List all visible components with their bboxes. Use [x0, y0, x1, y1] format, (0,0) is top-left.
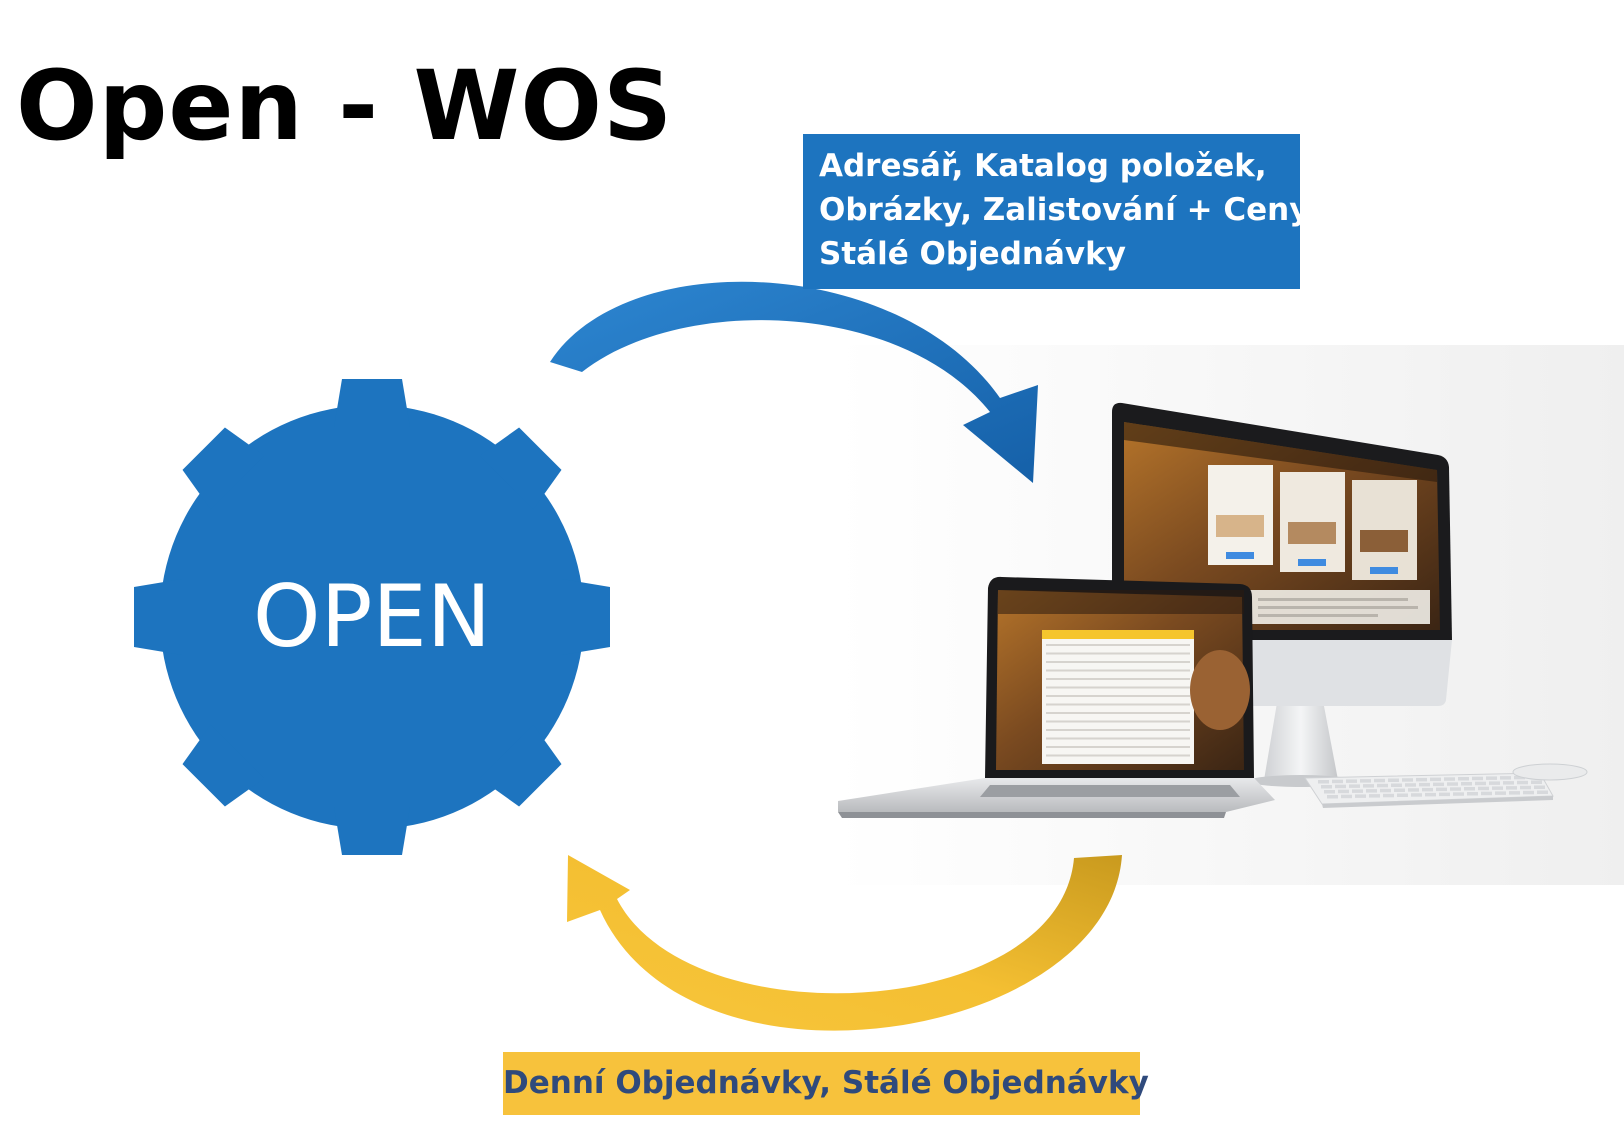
- keyboard-key: [1478, 786, 1489, 791]
- gear-tooth: [334, 379, 410, 427]
- keyboard-key: [1349, 784, 1360, 788]
- keyboard-icon: [1304, 772, 1554, 808]
- gear-tooth: [334, 807, 410, 855]
- gear-tooth: [562, 579, 610, 655]
- import-arrow: [567, 855, 1122, 1031]
- keyboard-key: [1464, 787, 1475, 791]
- keyboard-key: [1509, 791, 1520, 795]
- keyboard-key: [1383, 793, 1394, 798]
- keyboard-key: [1332, 779, 1343, 784]
- keyboard-key: [1335, 784, 1346, 789]
- table-row: [1046, 754, 1190, 757]
- keyboard-key: [1397, 793, 1408, 797]
- keyboard-key: [1495, 791, 1506, 795]
- keyboard-key: [1436, 787, 1447, 792]
- keyboard-key: [1388, 778, 1399, 782]
- table-row: [1046, 661, 1190, 663]
- keyboard-key: [1405, 783, 1416, 787]
- keyboard-key: [1506, 786, 1517, 790]
- export-data-line: Obrázky, Zalistování + Ceny,: [819, 192, 1319, 228]
- gear-icon: [134, 379, 610, 855]
- keyboard-key: [1369, 794, 1380, 798]
- keyboard-key: [1402, 778, 1413, 782]
- keyboard-key: [1355, 794, 1366, 798]
- keyboard-key: [1411, 793, 1422, 797]
- keyboard-key: [1531, 780, 1542, 784]
- keyboard-key: [1391, 783, 1402, 787]
- keyboard-key: [1352, 789, 1363, 793]
- keyboard-key: [1467, 792, 1478, 796]
- table-row: [1046, 678, 1190, 680]
- keyboard-key: [1360, 779, 1371, 783]
- gear-tooth: [182, 427, 265, 510]
- keyboard-key: [1517, 780, 1528, 785]
- gear-label: OPEN: [253, 567, 491, 667]
- keyboard-key: [1447, 782, 1458, 786]
- laptop-icon: [838, 576, 1275, 818]
- keyboard-key: [1416, 777, 1427, 782]
- keyboard-key: [1422, 787, 1433, 792]
- keyboard-key: [1481, 791, 1492, 796]
- keyboard-key: [1377, 783, 1388, 788]
- keyboard-key: [1433, 782, 1444, 787]
- keyboard-key: [1489, 781, 1500, 785]
- table-row: [1046, 720, 1190, 723]
- export-data-box: Adresář, Katalog položek, Obrázky, Zalis…: [803, 134, 1319, 289]
- keyboard-key: [1346, 779, 1357, 783]
- keyboard-key: [1514, 775, 1525, 780]
- keyboard-key: [1363, 784, 1374, 788]
- keyboard-key: [1461, 782, 1472, 786]
- keyboard-key: [1450, 787, 1461, 791]
- keyboard-key: [1458, 777, 1469, 781]
- keyboard-key: [1472, 776, 1483, 781]
- table-row: [1046, 652, 1190, 655]
- table-row: [1046, 695, 1190, 697]
- keyboard-key: [1338, 789, 1349, 794]
- keyboard-key: [1394, 788, 1405, 792]
- keyboard-key: [1537, 790, 1548, 794]
- keyboard-key: [1444, 777, 1455, 781]
- keyboard-key: [1425, 792, 1436, 797]
- keyboard-key: [1486, 776, 1497, 780]
- export-arrow: [550, 281, 1038, 483]
- mouse-icon: [1512, 763, 1588, 781]
- gear-tooth: [479, 427, 562, 510]
- page-title: Open - WOS: [16, 50, 674, 162]
- table-row: [1046, 746, 1190, 748]
- keyboard-key: [1523, 790, 1534, 795]
- keyboard-key: [1439, 792, 1450, 797]
- table-row: [1046, 712, 1190, 714]
- table-row: [1046, 737, 1190, 740]
- keyboard-key: [1430, 777, 1441, 782]
- export-data-line: Adresář, Katalog položek,: [819, 148, 1267, 184]
- import-data-box: Denní Objednávky, Stálé Objednávky: [503, 1052, 1149, 1115]
- keyboard-key: [1453, 792, 1464, 796]
- table-row: [1046, 669, 1190, 672]
- table-row: [1046, 703, 1190, 706]
- keyboard-key: [1520, 785, 1531, 790]
- keyboard-key: [1380, 788, 1391, 793]
- export-data-line: Stálé Objednávky: [819, 236, 1126, 272]
- keyboard-key: [1374, 778, 1385, 783]
- keyboard-key: [1327, 795, 1338, 799]
- table-row: [1046, 686, 1190, 689]
- table-row: [1046, 729, 1190, 731]
- keyboard-key: [1500, 776, 1511, 780]
- keyboard-key: [1534, 785, 1545, 789]
- gear-tooth: [479, 724, 562, 807]
- keyboard-key: [1341, 794, 1352, 799]
- keyboard-key: [1366, 789, 1377, 793]
- gear-tooth: [134, 579, 182, 655]
- gear-tooth: [182, 724, 265, 807]
- keyboard-key: [1408, 788, 1419, 792]
- keyboard-key: [1492, 786, 1503, 790]
- keyboard-key: [1475, 781, 1486, 786]
- table-row: [1046, 644, 1190, 646]
- keyboard-key: [1419, 782, 1430, 787]
- keyboard-key: [1324, 790, 1335, 794]
- keyboard-key: [1321, 785, 1332, 789]
- keyboard-key: [1503, 781, 1514, 785]
- keyboard-key: [1318, 780, 1329, 784]
